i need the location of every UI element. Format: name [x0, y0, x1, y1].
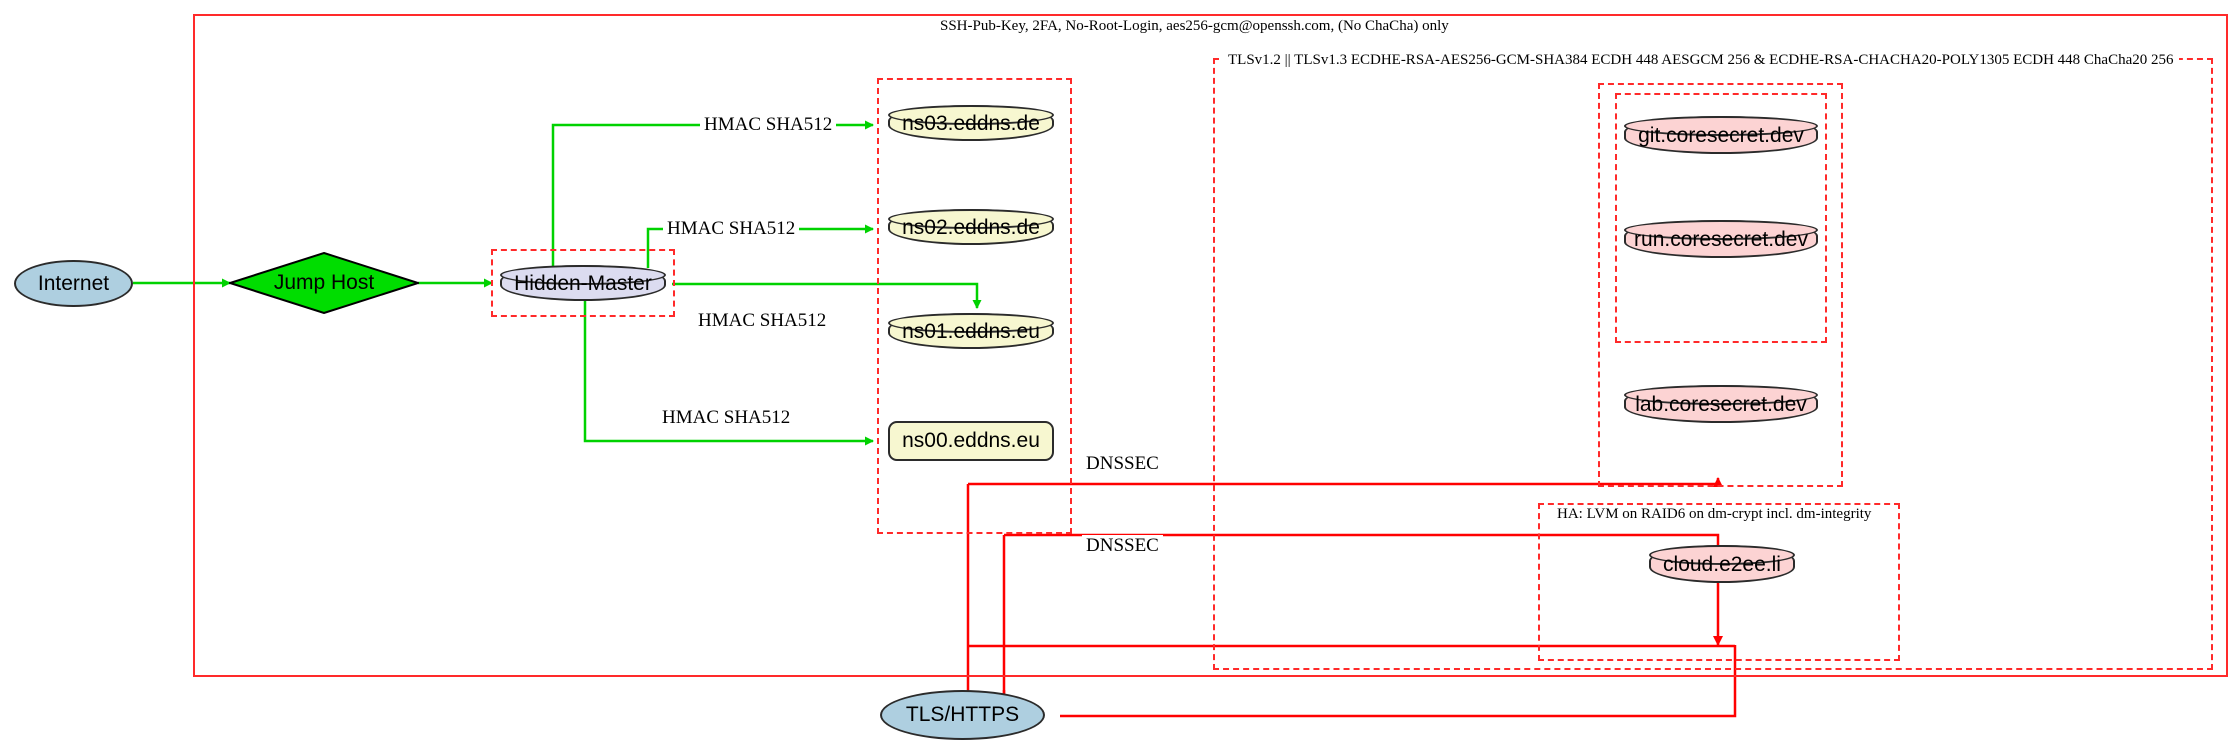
node-lab-coresecret-lid — [1624, 385, 1818, 405]
node-lab-coresecret-label: lab.coresecret.dev — [1635, 392, 1807, 416]
cluster-ha-label: HA: LVM on RAID6 on dm-crypt incl. dm-in… — [1552, 506, 1877, 523]
edge-label-hmac-ns03: HMAC SHA512 — [700, 114, 837, 136]
cluster-hidden-master — [491, 249, 675, 317]
node-tls-https[interactable]: TLS/HTTPS — [880, 690, 1045, 740]
edge-label-hmac-ns01: HMAC SHA512 — [694, 310, 831, 332]
node-ns03-lid — [888, 105, 1054, 125]
node-run-coresecret[interactable]: run.coresecret.dev — [1624, 220, 1818, 258]
cluster-dns-zone — [877, 78, 1072, 534]
node-cloud-e2ee-lid — [1649, 545, 1795, 565]
node-git-coresecret-lid — [1624, 116, 1818, 136]
diagram-title: SSH-Pub-Key, 2FA, No-Root-Login, aes256-… — [940, 18, 1449, 34]
node-jump-host-label: Jump Host — [273, 271, 375, 294]
cluster-tls-label: TLSv1.2 || TLSv1.3 ECDHE-RSA-AES256-GCM-… — [1223, 52, 2179, 69]
cluster-ha — [1538, 503, 1900, 661]
node-lab-coresecret[interactable]: lab.coresecret.dev — [1624, 385, 1818, 423]
cluster-coresecret — [1598, 83, 1843, 487]
node-ns00-label: ns00.eddns.eu — [902, 429, 1040, 452]
node-internet[interactable]: Internet — [14, 260, 133, 307]
node-ns00[interactable]: ns00.eddns.eu — [888, 421, 1054, 461]
node-internet-label: Internet — [37, 271, 110, 295]
node-ns02-label: ns02.eddns.de — [902, 215, 1040, 239]
node-ns02[interactable]: ns02.eddns.de — [888, 209, 1054, 245]
node-ns01-label: ns01.eddns.eu — [902, 319, 1040, 343]
node-run-coresecret-label: run.coresecret.dev — [1634, 227, 1808, 251]
node-hidden-master[interactable]: Hidden-Master — [500, 265, 666, 301]
node-hidden-master-lid — [500, 265, 666, 285]
node-run-coresecret-lid — [1624, 220, 1818, 240]
node-ns01-lid — [888, 313, 1054, 333]
cluster-coresecret-inner — [1615, 93, 1827, 343]
edge-label-hmac-ns02: HMAC SHA512 — [663, 218, 800, 240]
node-ns03[interactable]: ns03.eddns.de — [888, 105, 1054, 141]
node-hidden-master-label: Hidden-Master — [514, 271, 652, 295]
cluster-ssh-outer — [193, 14, 2228, 677]
edge-label-hmac-ns00: HMAC SHA512 — [658, 407, 795, 429]
node-git-coresecret[interactable]: git.coresecret.dev — [1624, 116, 1818, 154]
node-cloud-e2ee[interactable]: cloud.e2ee.li — [1649, 545, 1795, 583]
node-jump-host[interactable]: Jump Host — [229, 252, 419, 314]
node-cloud-e2ee-label: cloud.e2ee.li — [1663, 552, 1781, 576]
node-tls-https-label: TLS/HTTPS — [905, 703, 1020, 726]
node-ns03-label: ns03.eddns.de — [902, 111, 1040, 135]
edge-label-dnssec-2: DNSSEC — [1082, 535, 1163, 557]
node-ns01[interactable]: ns01.eddns.eu — [888, 313, 1054, 349]
edge-label-dnssec-1: DNSSEC — [1082, 453, 1163, 475]
node-git-coresecret-label: git.coresecret.dev — [1638, 123, 1804, 147]
node-ns02-lid — [888, 209, 1054, 229]
